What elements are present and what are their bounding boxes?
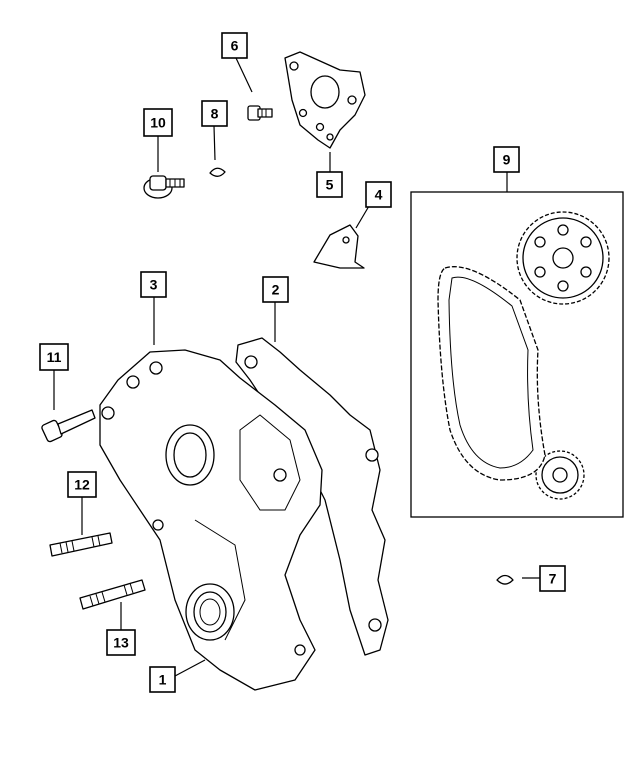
callout-1-label: 1 — [159, 672, 167, 688]
part-11-bolt — [41, 409, 96, 443]
callout-2: 2 — [262, 276, 289, 303]
callout-6-label: 6 — [231, 38, 239, 54]
callout-11: 11 — [39, 343, 69, 371]
part-4-bracket — [313, 224, 365, 269]
part-7-key — [496, 574, 514, 585]
callout-1: 1 — [149, 666, 176, 693]
callout-12: 12 — [67, 471, 97, 498]
callout-2-label: 2 — [272, 282, 280, 298]
callout-6: 6 — [221, 32, 248, 59]
callout-7: 7 — [539, 565, 566, 592]
callout-8-label: 8 — [211, 106, 219, 122]
part-12-stud — [49, 532, 113, 557]
callout-9: 9 — [493, 146, 520, 173]
callout-9-label: 9 — [503, 152, 511, 168]
part-13-stud — [79, 579, 146, 610]
callout-13: 13 — [106, 629, 136, 656]
part-9-camshaft-sprocket — [516, 211, 610, 305]
part-6-bolt — [247, 105, 273, 121]
callout-4-label: 4 — [375, 187, 383, 203]
callout-5: 5 — [316, 171, 343, 198]
part-9-crankshaft-sprocket — [535, 450, 585, 500]
callout-3: 3 — [140, 271, 167, 298]
callout-12-label: 12 — [74, 477, 90, 493]
callout-3-label: 3 — [150, 277, 158, 293]
part-3-timing-cover — [99, 349, 323, 691]
part-8-key — [209, 167, 226, 177]
callout-8: 8 — [201, 100, 228, 127]
callout-13-label: 13 — [113, 635, 129, 651]
callout-4: 4 — [365, 181, 392, 208]
part-9-kit-frame — [410, 191, 624, 518]
leader-lines — [53, 57, 540, 677]
callout-7-label: 7 — [549, 571, 557, 587]
callout-11-label: 11 — [47, 349, 62, 365]
callout-5-label: 5 — [326, 177, 334, 193]
callout-10: 10 — [143, 108, 173, 137]
callout-10-label: 10 — [150, 115, 166, 131]
part-5-plate — [284, 51, 366, 149]
part-10-bolt — [143, 175, 185, 199]
part-1-seal — [185, 583, 235, 641]
part-9-timing-chain — [437, 266, 546, 481]
